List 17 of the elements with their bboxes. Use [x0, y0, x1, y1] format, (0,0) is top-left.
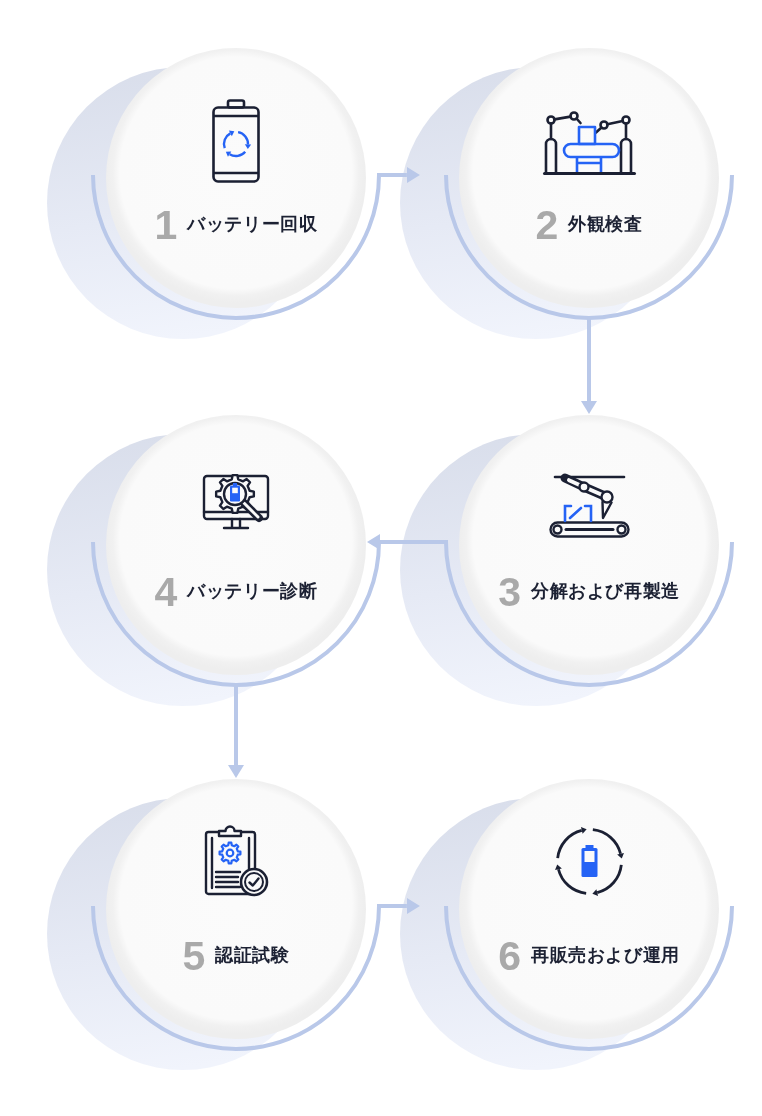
arrow — [366, 534, 448, 550]
arrow — [377, 898, 420, 914]
step-number: 1 — [154, 204, 178, 246]
arrow — [228, 685, 244, 778]
step-number: 5 — [182, 935, 206, 977]
step-number: 4 — [154, 571, 178, 613]
arrow — [377, 167, 420, 183]
step-label: 認証試験 — [215, 945, 290, 967]
step-label: 外観検査 — [568, 214, 643, 236]
step-label: バッテリー回収 — [187, 214, 318, 236]
step-label: バッテリー診断 — [187, 581, 318, 603]
step-label: 分解および再製造 — [531, 581, 680, 603]
arrow — [581, 318, 597, 414]
step-number: 2 — [535, 204, 559, 246]
step-number: 6 — [498, 935, 521, 977]
step-label: 再販売および運用 — [531, 945, 680, 967]
step-number: 3 — [498, 571, 521, 613]
